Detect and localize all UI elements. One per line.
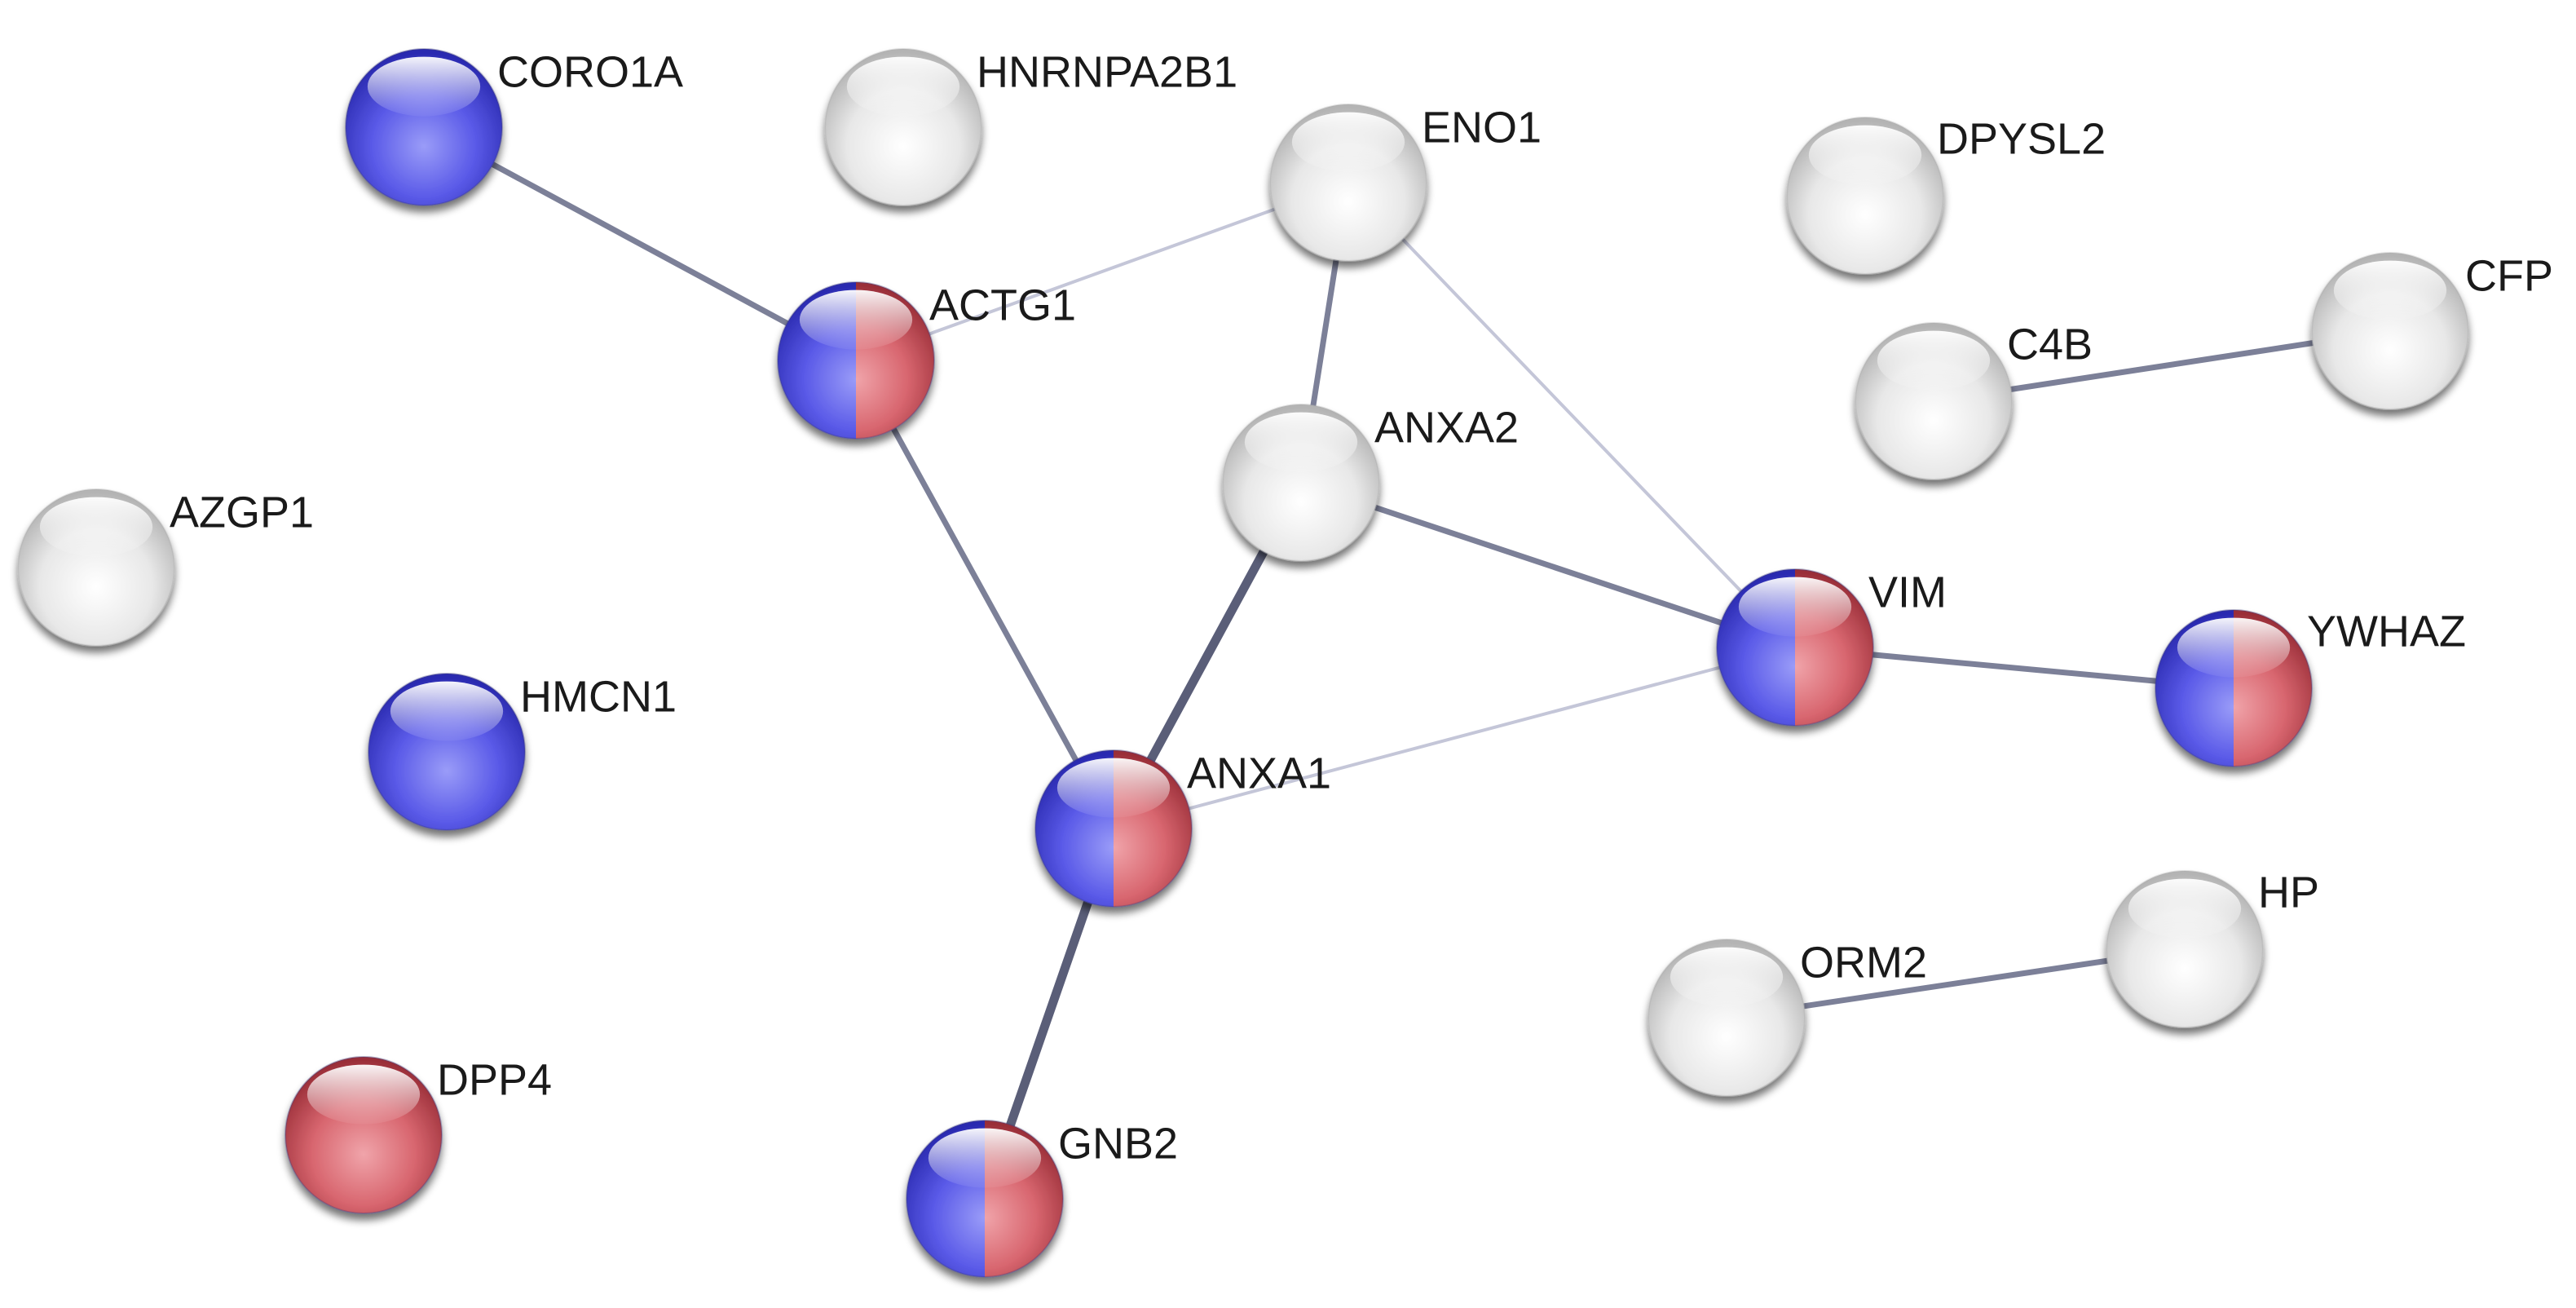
node-label: VIM [1868,568,1947,616]
node-label: ACTG1 [929,281,1076,329]
node-label: CORO1A [497,47,683,96]
node-sphere [1855,322,2013,480]
node-label: AZGP1 [170,488,314,537]
node-vim[interactable]: VIM [1716,568,1947,727]
edge-coro1a-actg1 [421,124,859,364]
edge-anxa1-vim [1112,646,1797,830]
node-label: CFP [2465,251,2553,300]
node-gnb2[interactable]: GNB2 [906,1119,1178,1278]
node-sphere [824,48,982,206]
node-sphere [777,281,935,440]
node-sphere [1786,117,1944,275]
node-label: HNRNPA2B1 [977,47,1237,96]
node-label: ENO1 [1422,103,1542,152]
node-sphere [1222,404,1380,562]
node-label: DPP4 [437,1055,552,1104]
node-hmcn1[interactable]: HMCN1 [368,672,677,831]
node-label: C4B [2007,320,2093,369]
node-sphere [2106,870,2264,1028]
node-anxa1[interactable]: ANXA1 [1034,749,1331,908]
node-actg1[interactable]: ACTG1 [777,281,1076,440]
node-sphere [2155,609,2313,767]
node-sphere [2311,252,2469,410]
edge-eno1-vim [1347,181,1797,649]
node-label: ANXA1 [1187,749,1331,798]
edge-anxa2-vim [1298,479,1798,651]
node-sphere [1716,568,1874,727]
node-eno1[interactable]: ENO1 [1269,103,1542,262]
node-label: ANXA2 [1374,403,1519,452]
node-anxa2[interactable]: ANXA2 [1222,403,1519,562]
node-label: GNB2 [1058,1119,1178,1168]
edges-layer [421,124,2393,1204]
node-sphere [1269,104,1427,262]
node-sphere [17,488,175,647]
node-label: YWHAZ [2307,607,2466,656]
node-sphere [906,1120,1064,1278]
node-label: ORM2 [1800,938,1927,987]
edge-actg1-eno1 [854,181,1350,362]
node-sphere [1034,749,1193,908]
node-coro1a[interactable]: CORO1A [345,47,683,206]
node-label: DPYSL2 [1937,114,2106,163]
node-hp[interactable]: HP [2106,868,2319,1028]
node-sphere [345,48,503,206]
node-dpysl2[interactable]: DPYSL2 [1786,114,2106,275]
node-dpp4[interactable]: DPP4 [285,1055,552,1214]
node-orm2[interactable]: ORM2 [1647,938,1927,1097]
node-azgp1[interactable]: AZGP1 [17,488,314,647]
node-cfp[interactable]: CFP [2311,251,2553,410]
node-hnrnpa2b1[interactable]: HNRNPA2B1 [824,47,1237,206]
edge-actg1-anxa1 [853,357,1117,832]
node-sphere [285,1056,443,1214]
node-ywhaz[interactable]: YWHAZ [2155,607,2466,767]
node-c4b[interactable]: C4B [1855,320,2093,480]
node-sphere [368,673,526,831]
node-label: HMCN1 [520,672,677,721]
node-sphere [1647,939,1806,1097]
node-label: HP [2258,868,2319,917]
